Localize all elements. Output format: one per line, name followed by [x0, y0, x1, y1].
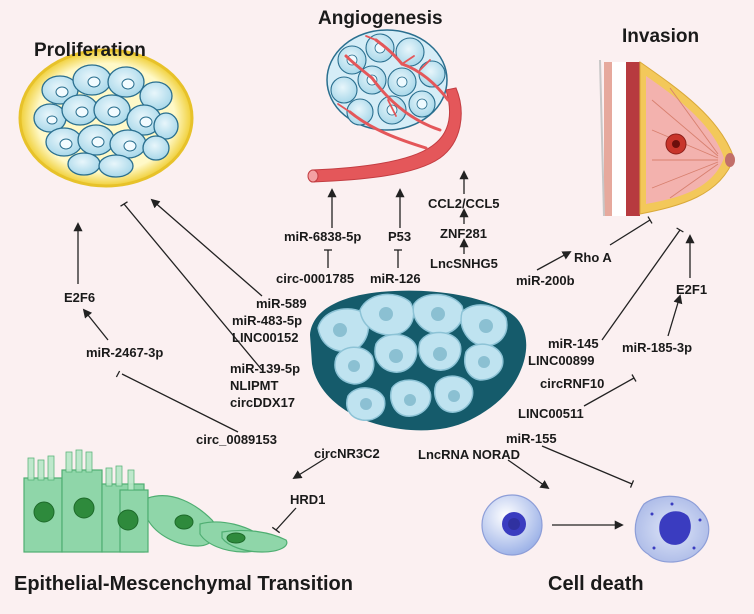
cell-death-illustration	[481, 494, 710, 563]
label-mir-200b: miR-200b	[516, 273, 575, 288]
label-mir-2467-3p: miR-2467-3p	[86, 345, 164, 360]
emt-cells-illustration	[23, 449, 288, 553]
label-mir-483-5p: miR-483-5p	[232, 313, 303, 328]
central-tumor-cluster	[310, 290, 527, 431]
label-znf281: ZNF281	[440, 226, 487, 241]
connectors	[73, 170, 695, 534]
angiogenesis-illustration	[307, 29, 462, 183]
label-mir-126: miR-126	[370, 271, 421, 286]
label-mir-589: miR-589	[256, 296, 307, 311]
label-rho-a: Rho A	[574, 250, 612, 265]
label-circrnf10: circRNF10	[540, 376, 605, 391]
heading-invasion: Invasion	[622, 26, 700, 47]
label-linc00899: LINC00899	[528, 353, 595, 368]
label-lncrna-norad: LncRNA NORAD	[418, 447, 521, 462]
label-e2f1: E2F1	[676, 282, 708, 297]
label-linc00152: LINC00152	[232, 330, 299, 345]
heading-cell-death: Cell death	[548, 573, 644, 595]
proliferation-dish-illustration	[18, 48, 194, 188]
label-ccl2-ccl5: CCL2/CCL5	[428, 196, 500, 211]
label-hrd1: HRD1	[290, 492, 326, 507]
heading-emt: Epithelial-Mescenchymal Transition	[14, 573, 353, 595]
label-linc00511: LINC00511	[518, 406, 584, 421]
label-mir-145: miR-145	[548, 336, 599, 351]
label-mir-6838-5p: miR-6838-5p	[284, 229, 362, 244]
label-mir-155: miR-155	[506, 431, 557, 446]
label-circ-0001785: circ-0001785	[276, 271, 355, 286]
breast-invasion-illustration	[599, 59, 735, 217]
label-mir-185-3p: miR-185-3p	[622, 340, 693, 355]
label-p53: P53	[388, 229, 412, 244]
heading-proliferation: Proliferation	[34, 40, 146, 61]
label-mir-139-5p: miR-139-5p	[230, 361, 301, 376]
label-lncsnhg5: LncSNHG5	[430, 256, 498, 271]
label-circddx17: circDDX17	[230, 395, 296, 410]
label-circnr3c2: circNR3C2	[314, 446, 380, 461]
label-circ-0089153: circ_0089153	[196, 432, 277, 447]
label-e2f6: E2F6	[64, 290, 96, 305]
heading-angiogenesis: Angiogenesis	[318, 8, 443, 29]
label-nlipmt: NLIPMT	[230, 378, 279, 393]
